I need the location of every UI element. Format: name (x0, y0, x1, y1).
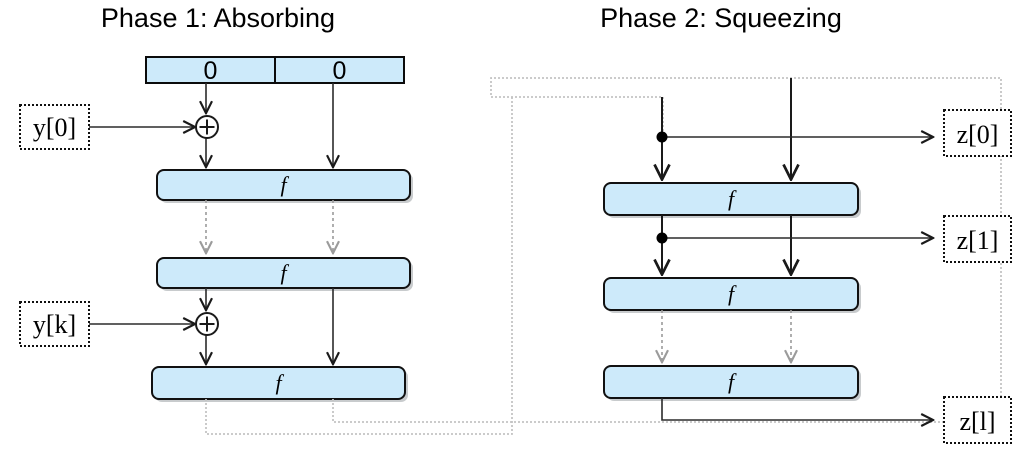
phase-1-title: Phase 1: Absorbing (101, 3, 335, 33)
f-block-body (603, 182, 859, 216)
state-rate-value: 0 (204, 57, 218, 85)
wire-f3-to-zl (661, 398, 932, 420)
phase-2-title: Phase 2: Squeezing (600, 3, 842, 33)
f-block-body (156, 257, 411, 289)
output-box-zl[interactable]: z[l] (943, 396, 1012, 444)
xor-node-k (195, 312, 219, 336)
input-box-yk[interactable]: y[k] (19, 301, 90, 347)
f-block-body (603, 277, 859, 311)
f-block-label: f (728, 281, 737, 306)
f-block-p2-f2: f (603, 277, 861, 313)
input-box-y0-label: y[0] (33, 113, 76, 142)
f-block-label: f (728, 369, 737, 394)
f-block-body (151, 366, 406, 400)
output-box-z1-label: z[1] (957, 226, 999, 255)
f-block-body (603, 365, 859, 399)
feedback-path-capacity (332, 77, 1002, 423)
output-box-z1[interactable]: z[1] (943, 215, 1012, 263)
xor-node-0 (195, 115, 219, 139)
initial-state-bar: 0 0 (145, 56, 405, 85)
state-rate-cell (145, 56, 276, 84)
output-box-z0-label: z[0] (957, 120, 999, 149)
f-block-p2-f3: f (603, 365, 861, 401)
output-box-z1-frame[interactable] (943, 215, 1012, 263)
f-block-label: f (275, 370, 284, 395)
tap-dot-z0 (656, 131, 668, 143)
state-capacity-value: 0 (333, 57, 347, 85)
f-block-body (156, 169, 411, 201)
feedback-path-rate (205, 97, 513, 435)
f-block-p1-f1: f (156, 169, 413, 203)
input-box-yk-frame[interactable] (19, 301, 90, 347)
output-box-z0[interactable]: z[0] (943, 109, 1012, 157)
f-block-p2-f1: f (603, 182, 861, 218)
input-box-y0-frame[interactable] (19, 104, 90, 150)
f-block-p1-f3: f (151, 366, 408, 402)
input-box-yk-label: y[k] (33, 310, 76, 339)
output-box-zl-frame[interactable] (943, 396, 1012, 444)
f-block-p1-f2: f (156, 257, 413, 291)
output-box-z0-frame[interactable] (943, 109, 1012, 157)
input-box-y0[interactable]: y[0] (19, 104, 90, 150)
output-box-zl-label: z[l] (959, 407, 995, 436)
f-block-label: f (728, 186, 737, 211)
f-block-label: f (280, 260, 289, 285)
f-block-label: f (280, 172, 289, 197)
state-capacity-cell (274, 56, 405, 84)
tap-dot-z1 (656, 232, 668, 244)
